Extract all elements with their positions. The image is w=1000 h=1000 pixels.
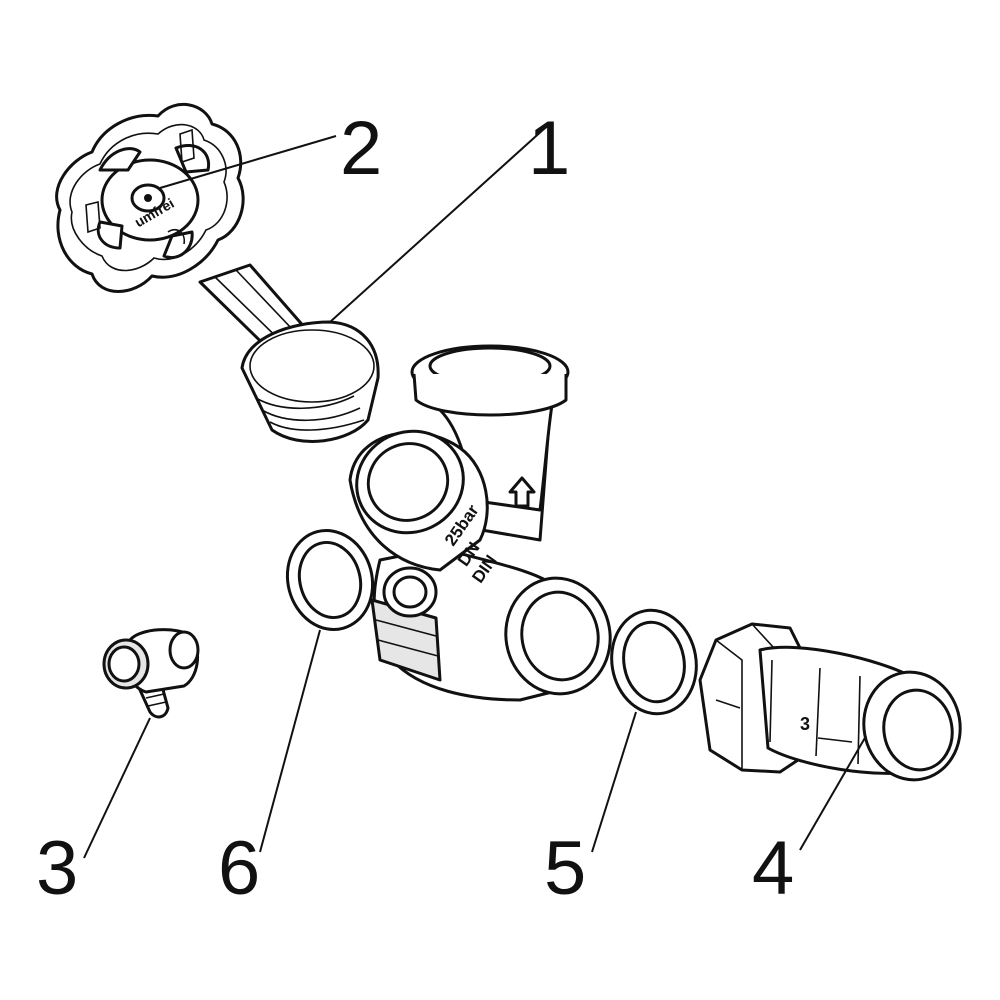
leader-1 — [329, 127, 546, 323]
part-seal-ring-right — [610, 608, 698, 716]
leader-lines — [83, 127, 867, 859]
leader-5 — [591, 711, 637, 853]
callout-numbers: 1 2 3 4 5 6 — [36, 106, 794, 911]
callout-6: 6 — [218, 826, 260, 911]
leader-6 — [259, 629, 321, 853]
callout-1: 1 — [528, 106, 570, 191]
part-union-connector: 3 — [698, 622, 962, 782]
part-handwheel: umfrei — [55, 103, 380, 443]
callout-2: 2 — [340, 106, 382, 191]
part-seal-ring-left — [285, 528, 375, 632]
part-drain-valve — [102, 628, 200, 719]
part-valve-body: 25bar DN DIN — [348, 344, 612, 702]
callout-4: 4 — [752, 826, 794, 911]
leader-4 — [799, 735, 867, 851]
leader-2 — [159, 135, 337, 189]
callout-3: 3 — [36, 826, 78, 911]
cap-marking: 3 — [800, 714, 810, 734]
leader-3 — [83, 717, 151, 859]
callout-5: 5 — [544, 826, 586, 911]
